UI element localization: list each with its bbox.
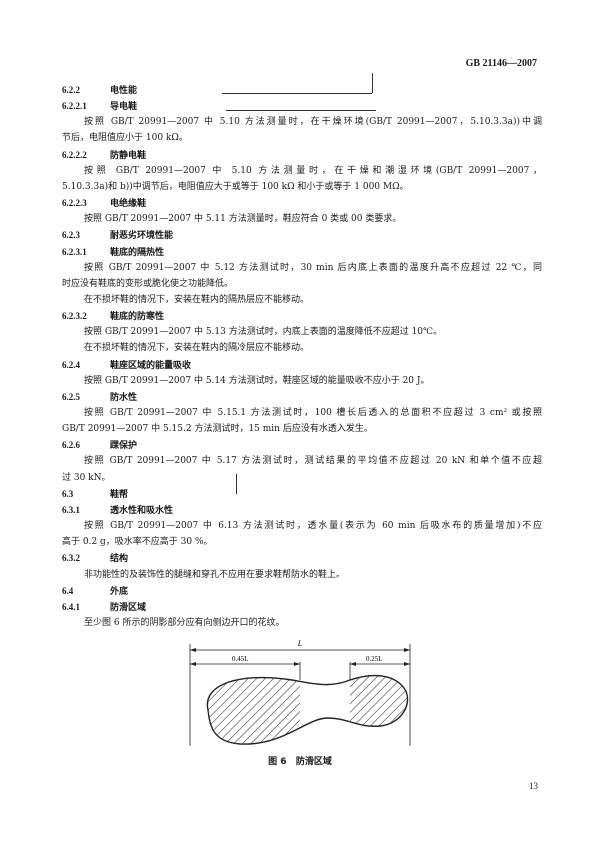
standard-header: GB 21146—2007 [465,58,537,69]
section-title: 结构 [110,554,129,565]
section-title: 电性能 [110,86,138,96]
figure-caption-number: 图 6 [268,757,287,767]
paragraph-line: 按照 GB/T 20991—2007 中 5.11 方法测量时，鞋应符合 0 类… [84,214,402,225]
section-heading: 6.2.3.1 鞋底的隔热性 [62,246,542,260]
section-heading: 6.2.3.2 鞋底的防寒性 [62,310,542,324]
section-title: 防滑区域 [110,602,147,613]
paragraph-line: 按照 GB/T 20991—2007 中 5.10 方法测量时，在干燥和潮湿环境… [84,165,542,176]
section-title: 导电鞋 [110,102,138,113]
label-front: 0.45L [232,655,249,663]
section-title: 鞋底的防寒性 [110,312,165,323]
paragraph-line: 按照 GB/T 20991—2007 中 5.12 方法测试时，30 min 后… [84,262,542,273]
continuation-line: GB/T 20991—2007 中 5.15.2 方法测试时，15 min 后应… [62,424,373,435]
section-number: 6.4.1 [62,601,80,612]
section-heading: 6.2.2.2 防静电鞋 [62,149,542,163]
section-title: 透水性和吸水性 [110,505,174,516]
scan-mark [222,93,372,94]
section-number: 6.2.2 [62,85,80,95]
paragraph-line: 非功能性的及装饰性的腿缝和穿孔不应用在要求鞋帮防水的鞋上。 [84,569,346,580]
section-heading: 6.2.6 踝保护 [62,439,542,453]
scan-mark [236,474,237,494]
section-heading: 6.2.2.1 导电鞋 [62,100,542,114]
paragraph-line: 按照 GB/T 20991—2007 中 5.17 方法测试时，测试结果的平均值… [84,456,542,467]
section-title: 耐恶劣环境性能 [110,231,174,242]
label-rear: 0.25L [366,655,383,663]
section-heading: 6.3.1 透水性和吸水性 [62,504,542,518]
continuation-line: 5.10.3.3a)和 b))中调节后，电阻值应大于或等于 100 kΩ 和小于… [62,181,409,192]
page-number: 13 [529,781,538,791]
section-number: 6.2.4 [62,359,80,370]
rear-shaded-region [350,675,408,745]
section-title: 鞋座区域的能量吸收 [110,360,192,371]
front-shaded-region [207,675,300,745]
section-heading: 6.3.2 结构 [62,552,542,566]
section-heading: 6.2.5 防水性 [62,391,542,405]
continuation-line: 高于 0.2 g，吸水率不应高于 30 %。 [62,537,213,548]
sole-outline [206,674,409,745]
figure-caption: 图 6 防滑区域 [0,754,600,767]
section-title: 电绝缘鞋 [110,199,147,210]
section-number: 6.3.1 [62,504,80,515]
anti-slip-figure: L 0.45L 0.25L [189,639,411,746]
continuation-line: 节后，电阻值应小于 100 kΩ。 [62,133,188,144]
section-title: 防静电鞋 [110,150,147,161]
figure-caption-title: 防滑区域 [295,757,332,767]
paragraph-line: 在不损坏鞋的情况下，安装在鞋内的隔热层应不能移动。 [84,294,310,305]
section-title: 防水性 [110,392,138,403]
section-heading: 6.3 鞋帮 [62,488,542,502]
section-number: 6.3 [62,488,74,499]
scan-mark [372,73,373,93]
continuation-line: 时应没有鞋底的变形或脆化使之功能降低。 [62,278,234,289]
scan-mark [226,110,376,111]
section-heading: 6.2.2 电性能 [62,84,542,98]
paragraph-line: 在不损坏鞋的情况下，安装在鞋内的隔冷层应不能移动。 [84,343,310,354]
paragraph-line: 按照 GB/T 20991—2007 中 5.15.1 方法测试时，100 槽长… [84,408,542,418]
section-title: 踝保护 [110,441,138,452]
section-title: 外底 [110,586,129,597]
section-number: 6.2.5 [62,391,80,402]
section-heading: 6.2.4 鞋座区域的能量吸收 [62,359,542,373]
paragraph-line: 按照 GB/T 20991—2007 中 6.13 方法测试时，透水量(表示为 … [84,521,542,532]
section-number: 6.2.3.2 [62,311,87,322]
section-title: 鞋帮 [110,489,129,500]
paragraph-line: 按照 GB/T 20991—2007 中 5.13 方法测试时，内底上表面的温度… [84,327,443,338]
section-title: 鞋底的隔热性 [110,247,165,258]
section-number: 6.2.3.1 [62,246,87,257]
section-number: 6.2.2.1 [62,101,87,112]
paragraph-line: 按照 GB/T 20991—2007 中 5.10 方法测量时，在干燥环境(GB… [84,117,542,128]
section-heading: 6.4 外底 [62,585,542,599]
section-number: 6.2.2.2 [62,149,87,160]
section-number: 6.3.2 [62,553,80,564]
paragraph-line: 至少图 6 所示的阴影部分应有向侧边开口的花纹。 [84,617,285,628]
section-number: 6.2.2.3 [62,198,87,209]
continuation-line: 过 30 kN。 [62,472,111,483]
section-heading: 6.2.2.3 电绝缘鞋 [62,197,542,211]
section-heading: 6.2.3 耐恶劣环境性能 [62,229,542,243]
section-number: 6.2.3 [62,230,80,241]
label-total: L [297,639,303,648]
section-heading: 6.4.1 防滑区域 [62,601,542,615]
paragraph-line: 按照 GB/T 20991—2007 中 5.14 方法测试时，鞋座区域的能量吸… [84,375,430,386]
section-number: 6.2.6 [62,440,80,451]
section-number: 6.4 [62,585,74,596]
